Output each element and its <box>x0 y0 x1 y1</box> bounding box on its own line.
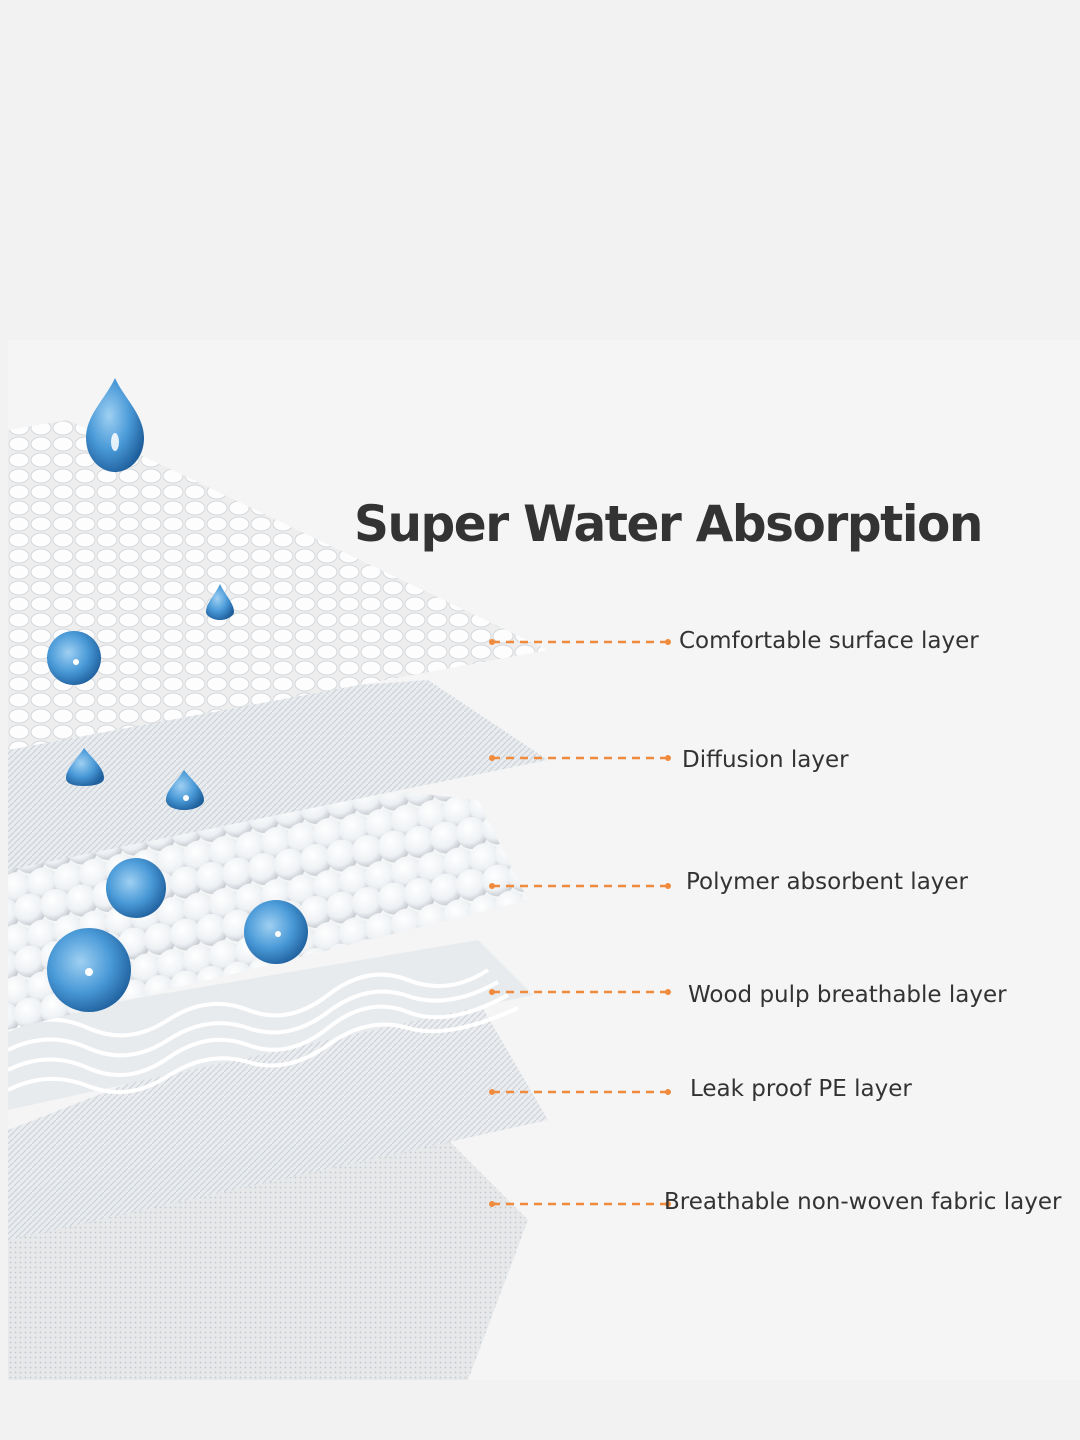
polymer-ball <box>196 914 228 946</box>
leader-lines <box>489 639 671 1207</box>
polymer-ball <box>40 889 72 921</box>
polymer-ball <box>378 882 410 915</box>
polymer-ball <box>326 839 358 872</box>
layers-illustration <box>8 378 548 1380</box>
polymer-ball <box>144 923 176 955</box>
leader-line <box>489 1201 671 1207</box>
layer-label-pe: Leak proof PE layer <box>690 1076 912 1102</box>
polymer-ball <box>430 873 462 906</box>
polymer-ball <box>8 1002 20 1030</box>
polymer-ball <box>8 898 20 930</box>
wood-pulp-layer-shape <box>8 940 533 1110</box>
layer-label-surface: Comfortable surface layer <box>679 628 979 654</box>
polymer-ball <box>300 844 332 876</box>
polymer-ball <box>378 830 410 863</box>
water-drop-icon <box>244 900 308 964</box>
layer-label-wood-pulp: Wood pulp breathable layer <box>688 982 1007 1008</box>
water-drop-icon <box>166 770 204 810</box>
polymer-ball <box>456 869 488 901</box>
blank-bottom-area <box>0 1380 1080 1440</box>
polymer-ball <box>352 792 384 815</box>
diagram-panel: Super Water Absorption Comfortable surfa… <box>8 340 1080 1380</box>
water-drop-icon <box>106 858 166 918</box>
layer-label-diffusion: Diffusion layer <box>682 747 849 773</box>
polymer-ball <box>14 945 46 978</box>
leader-line <box>489 639 671 645</box>
water-drop-icon <box>86 378 144 472</box>
polymer-ball <box>352 887 384 919</box>
polymer-ball <box>248 853 280 885</box>
polymer-ball <box>430 821 462 854</box>
polymer-ball <box>300 896 332 928</box>
leader-line <box>489 1089 671 1095</box>
layer-label-polymer: Polymer absorbent layer <box>686 869 969 895</box>
polymer-ball <box>14 893 46 926</box>
polymer-ball <box>404 792 436 806</box>
polymer-ball <box>378 792 410 811</box>
headline: Super Water Absorption <box>354 495 983 553</box>
polymer-ball <box>404 826 436 858</box>
diffusion-layer-shape <box>8 680 548 870</box>
water-drop-icon <box>47 631 101 685</box>
layer-label-non-woven: Breathable non-woven fabric layer <box>664 1189 1062 1215</box>
water-drop-icon <box>66 748 104 786</box>
water-drop-icon <box>206 584 234 620</box>
polymer-ball <box>196 862 228 894</box>
polymer-ball <box>170 866 202 899</box>
polymer-ball <box>222 857 254 890</box>
surface-layer-shape <box>8 420 548 750</box>
leader-line <box>489 755 671 761</box>
leader-line <box>489 883 671 889</box>
polymer-ball <box>274 848 306 881</box>
polymer-ball <box>8 950 20 982</box>
water-drop-icon <box>47 928 131 1012</box>
pe-layer-shape <box>8 990 548 1240</box>
polymer-ball <box>326 891 358 924</box>
polymer-ball <box>404 878 436 910</box>
leader-line <box>489 989 671 995</box>
polymer-ball <box>482 864 514 897</box>
polymer-ball <box>14 997 46 1030</box>
polymer-ball <box>66 884 98 917</box>
blank-top-area <box>0 0 1080 340</box>
polymer-ball <box>170 918 202 951</box>
polymer-ball <box>456 817 488 849</box>
polymer-ball <box>352 835 384 867</box>
